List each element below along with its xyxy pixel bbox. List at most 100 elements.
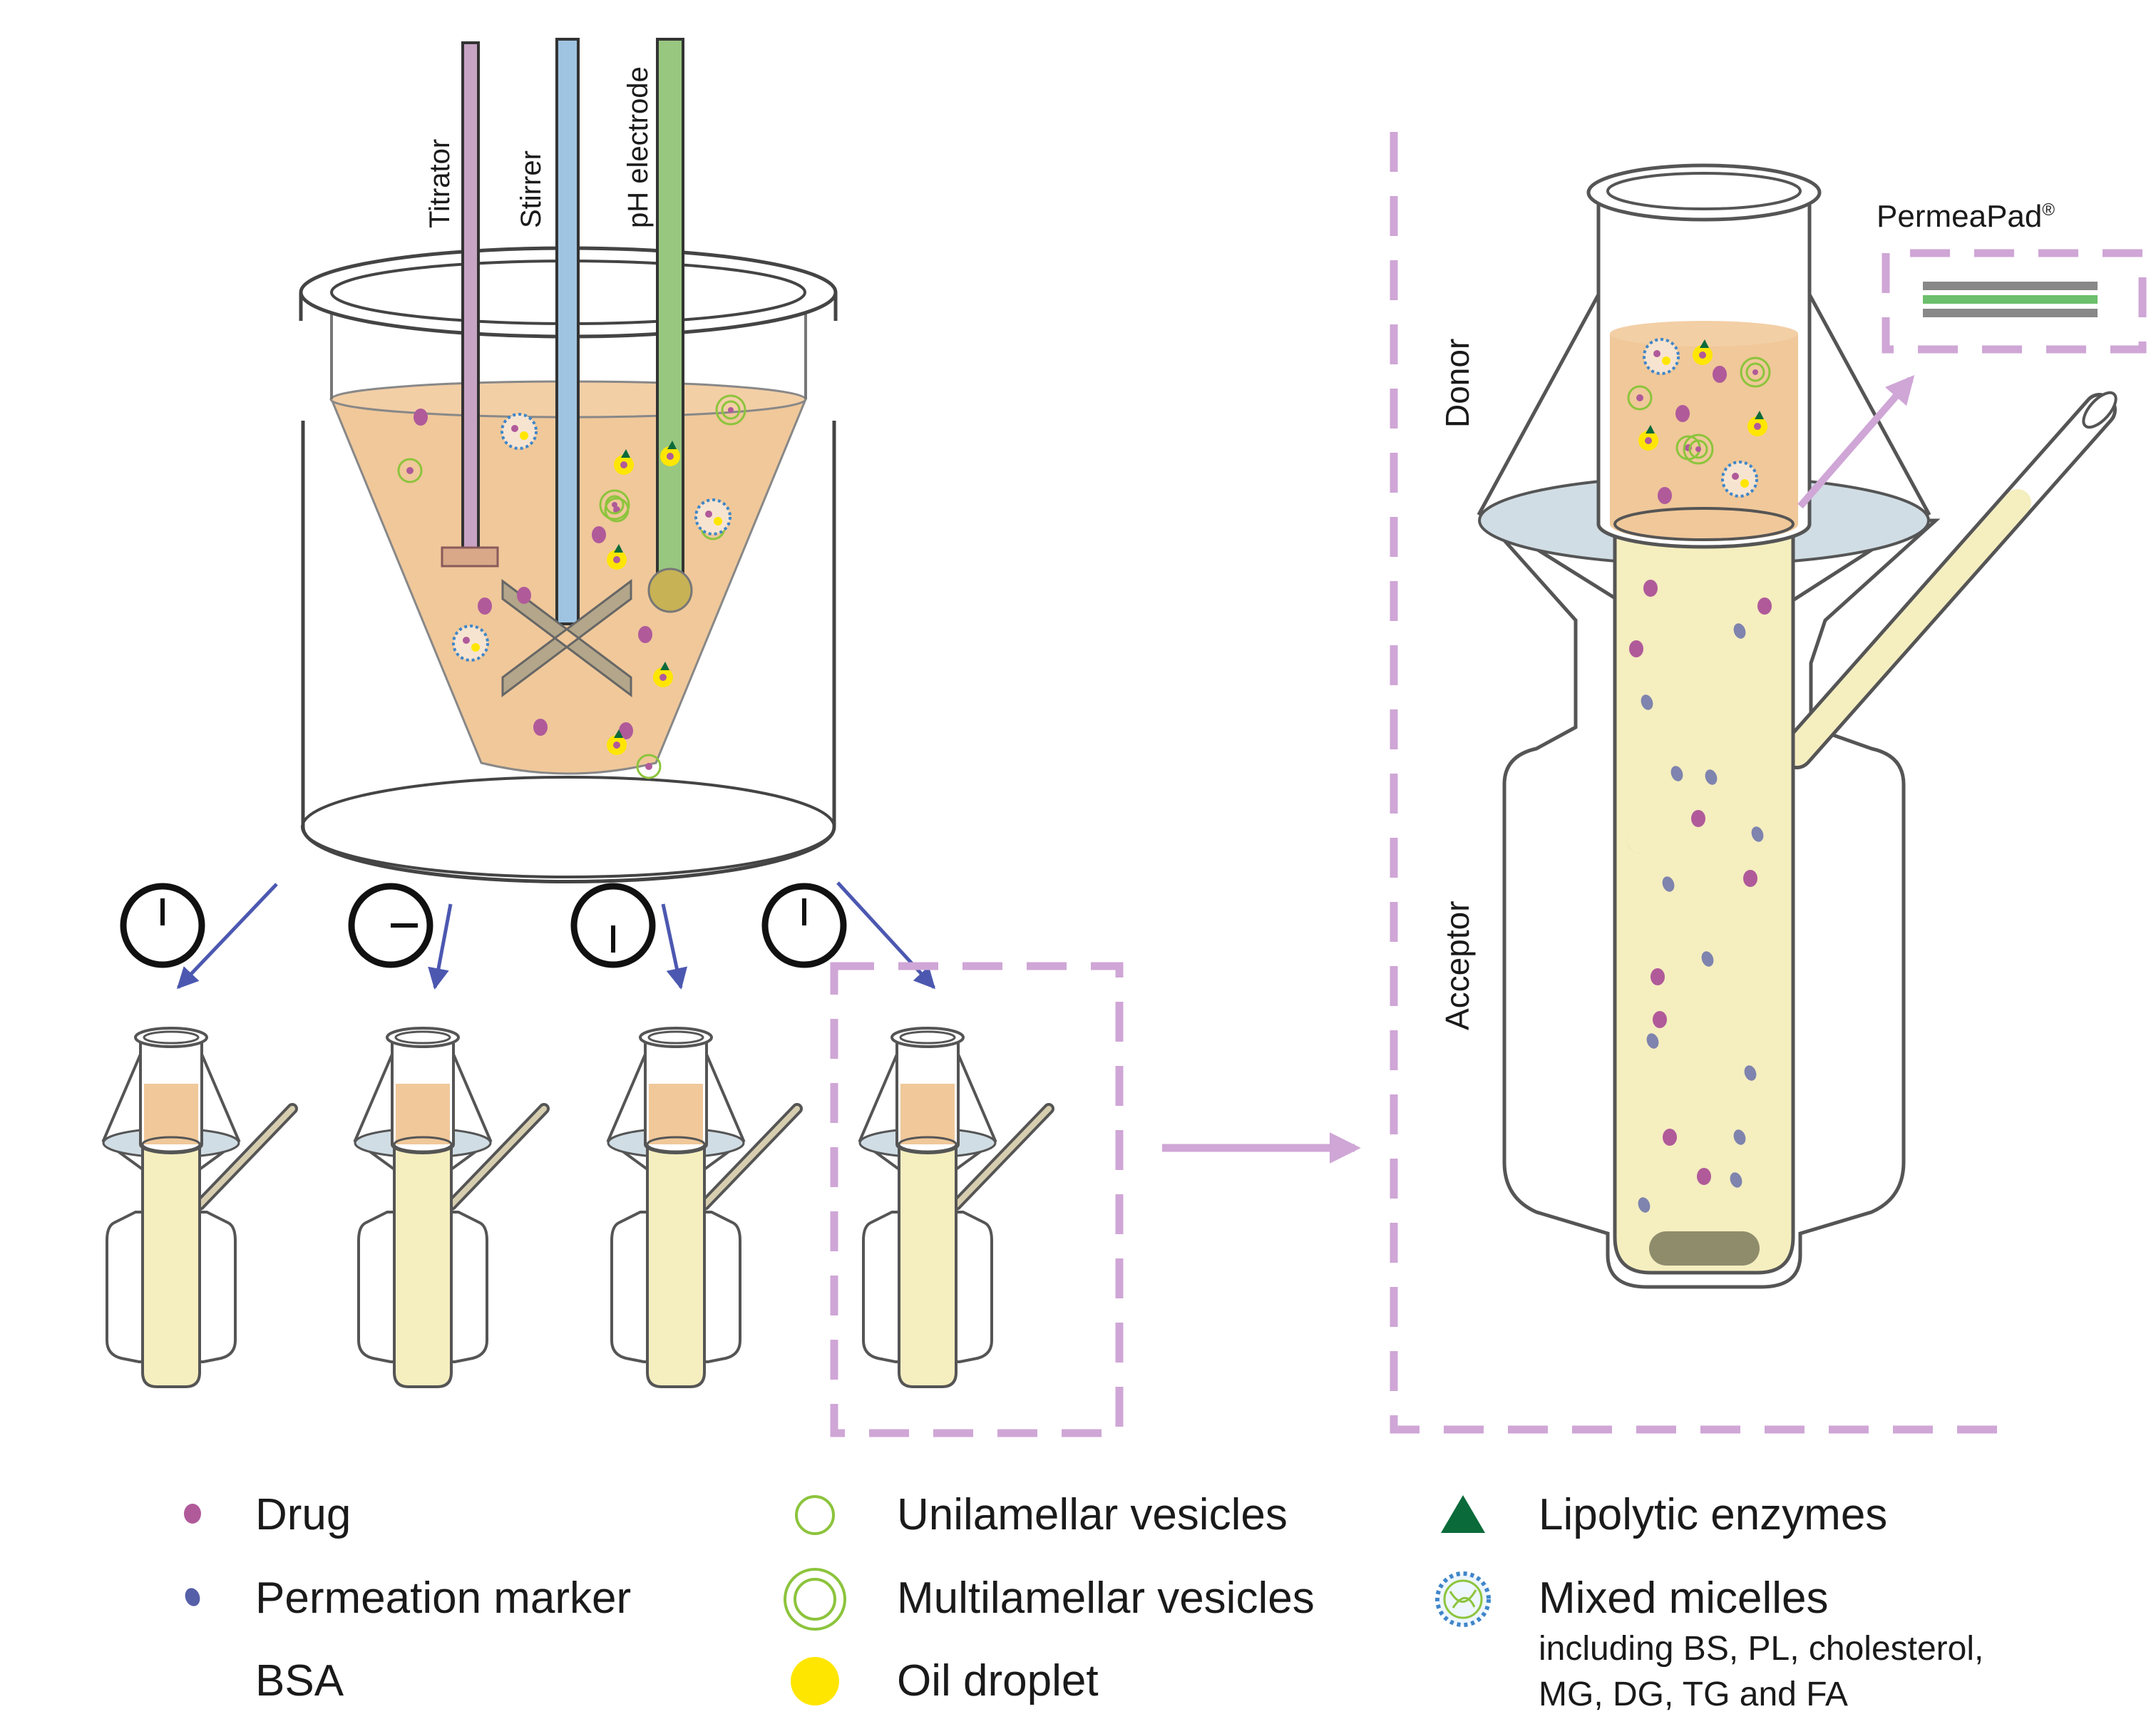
legend-item-oil-droplet: Oil droplet [791, 1656, 1099, 1705]
label-acceptor: Acceptor [1439, 901, 1476, 1030]
clock-icon [761, 883, 847, 968]
drug-particle [1653, 1011, 1667, 1028]
label-donor: Donor [1439, 339, 1476, 428]
oil-droplet-particle [607, 544, 627, 570]
permeation-marker-particle [1730, 1172, 1742, 1188]
legend-label-enzymes: Lipolytic enzymes [1539, 1490, 1887, 1539]
legend-item-permeation-marker: Permeation marker [185, 1574, 631, 1623]
oil-droplet-particle [1747, 411, 1767, 436]
vessel-rim-wall [299, 292, 838, 321]
drug-particle [638, 626, 652, 643]
legend-item-multilamellar: Multilamellar vesicles [784, 1568, 1315, 1631]
sampling-timeline [120, 881, 936, 990]
mixed-micelle-particle [452, 625, 489, 662]
drug-particle [1697, 1168, 1711, 1185]
drug-particle [1691, 810, 1705, 827]
drug-particle [1663, 1129, 1677, 1146]
drug-particle [1743, 870, 1757, 887]
multilamellar-vesicle-particle [715, 394, 746, 426]
permeation-cell [101, 1027, 298, 1388]
drug-particle [414, 409, 428, 426]
drug-particle [517, 587, 531, 604]
arrow-icon [428, 903, 453, 990]
detail-particles [1625, 338, 1772, 1213]
acceptor-tube [1613, 520, 1795, 1275]
unilamellar-vesicle-particle [1627, 385, 1653, 411]
legend-item-enzymes: Lipolytic enzymes [1441, 1490, 1887, 1539]
stirrer-impeller [501, 579, 632, 697]
arrow-icon [176, 883, 278, 990]
donor-rim-inner [1606, 172, 1802, 210]
legend-label-bsa: BSA [255, 1656, 344, 1705]
legend: Drug Permeation marker BSA Unilamellar v… [173, 1490, 1983, 1713]
oil-droplet-particle [653, 662, 673, 687]
oil-droplet-particle [1693, 339, 1713, 365]
mixed-micelle-particle [500, 413, 538, 450]
drug-particle [1658, 487, 1672, 504]
legend-item-unilamellar: Unilamellar vesicles [795, 1490, 1288, 1539]
permeation-marker-particle [1638, 1197, 1651, 1213]
permeation-marker-particle [1670, 766, 1683, 781]
vessel-inner-wall [330, 314, 807, 399]
unilamellar-vesicle-icon [795, 1495, 835, 1535]
vessel-particles [397, 394, 746, 779]
multilamellar-vesicle-icon [784, 1568, 846, 1631]
enzyme-icon [1441, 1495, 1485, 1533]
permeapad-layers [1923, 282, 2098, 317]
unilamellar-vesicle-particle [397, 458, 423, 483]
permeation-cell [858, 1027, 1054, 1388]
drug-particle [1675, 405, 1690, 422]
permeation-cell [353, 1027, 550, 1388]
oil-droplet-particle [1638, 425, 1658, 451]
selected-cell-box [830, 962, 1124, 1437]
label-stirrer: Stirrer [515, 150, 547, 228]
detail-panel: Donor Acceptor PermeaPad® [1390, 132, 2147, 1434]
permeation-marker-particle [1662, 876, 1675, 892]
legend-label-oil-droplet: Oil droplet [897, 1656, 1099, 1705]
drug-particle [1643, 580, 1658, 597]
legend-item-mixed-micelles: Mixed micelles including BS, PL, cholest… [1435, 1571, 1983, 1713]
permeation-marker-particle [1733, 1129, 1746, 1145]
drug-particle [592, 526, 606, 543]
permeation-marker-particle [1641, 694, 1653, 710]
vessel-base-rim [301, 776, 836, 878]
legend-item-drug: Drug [184, 1490, 351, 1539]
oil-droplet-particle [660, 441, 680, 466]
permeation-marker-particle [1705, 769, 1718, 785]
drug-particle [1651, 968, 1665, 985]
drug-particle [478, 597, 492, 615]
permeation-marker-particle [1744, 1065, 1757, 1081]
mixed-micelle-particle [1643, 338, 1680, 375]
permeation-marker-particle [1733, 623, 1746, 639]
detail-box [1390, 132, 2003, 1434]
multilamellar-vesicle-particle [599, 489, 630, 520]
clock-icon [348, 883, 433, 968]
mixed-micelle-icon [1435, 1571, 1491, 1627]
mixed-micelle-particle [694, 498, 732, 535]
oil-droplet-particle [607, 729, 627, 755]
donor-membrane [1613, 507, 1795, 541]
permeation-marker-particle [1701, 951, 1714, 967]
bsa-icon [173, 1668, 210, 1703]
legend-sublabel-1: including BS, PL, cholesterol, [1539, 1630, 1983, 1668]
permeation-marker-particle [1646, 1033, 1659, 1049]
legend-label-permeation-marker: Permeation marker [255, 1574, 631, 1623]
legend-label-unilamellar: Unilamellar vesicles [897, 1490, 1288, 1539]
ph-electrode-bulb [647, 568, 693, 613]
permeapad-box [1882, 249, 2147, 354]
drug-particle [1713, 366, 1727, 383]
unilamellar-vesicle-particle [636, 754, 662, 779]
permeation-cell [606, 1027, 803, 1388]
legend-label-multilamellar: Multilamellar vesicles [897, 1574, 1315, 1623]
multilamellar-vesicle-particle [1683, 433, 1714, 465]
mixed-micelle-particle [1721, 461, 1758, 498]
legend-item-bsa: BSA [173, 1656, 344, 1705]
permeapad-arrow [1797, 374, 1915, 509]
stir-bar [1649, 1231, 1760, 1266]
clock-icon [120, 883, 205, 968]
permeation-cells [101, 1027, 1054, 1388]
titrator-probe [461, 41, 480, 550]
drug-icon [184, 1504, 201, 1524]
drug-particle [1629, 640, 1643, 657]
